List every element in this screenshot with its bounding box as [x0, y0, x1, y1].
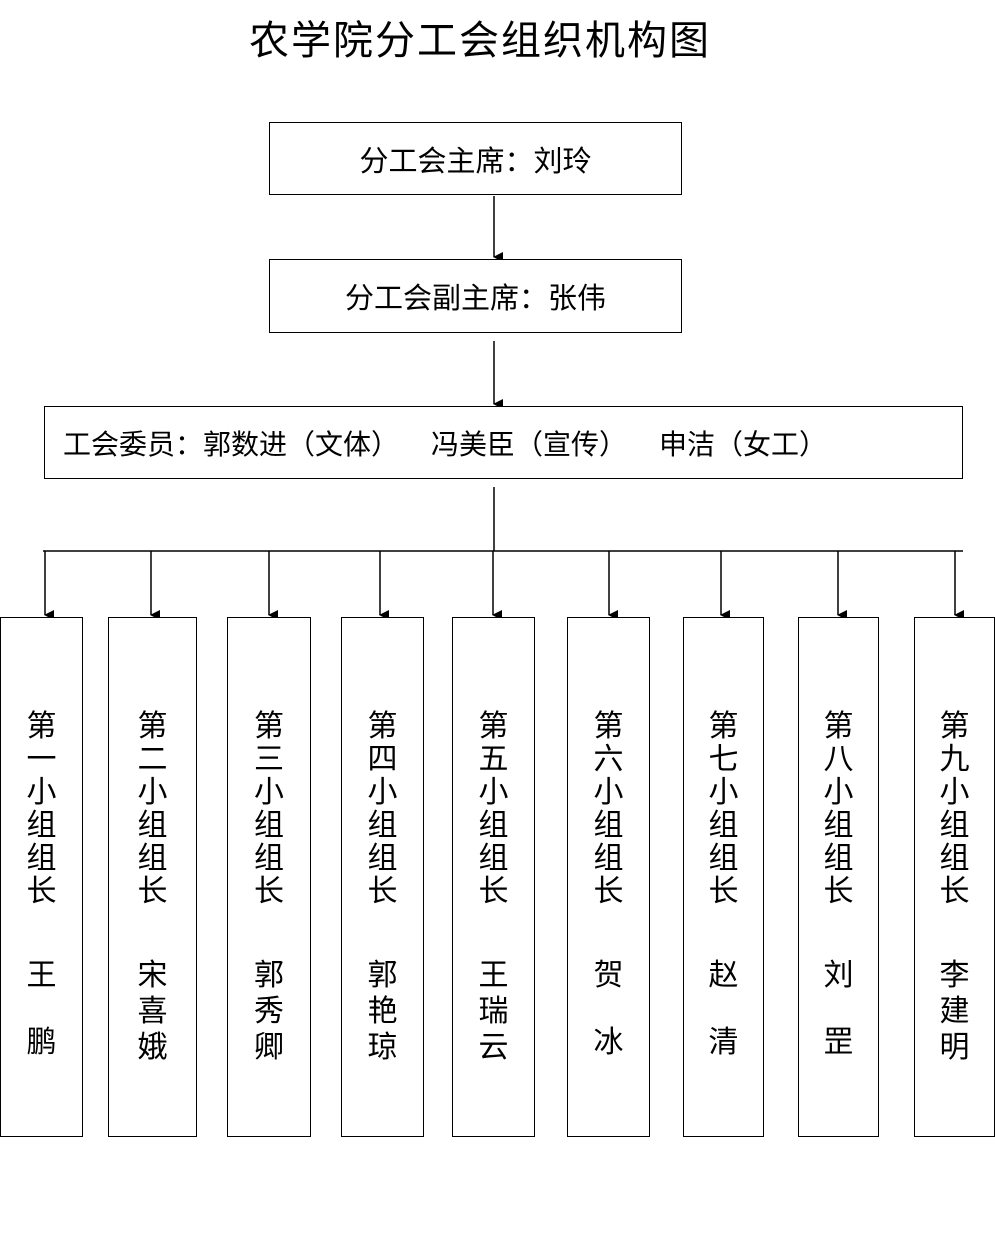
- group-leader-box: 第九小组组长李建明: [914, 617, 995, 1137]
- group-leader-box: 第三小组组长郭秀卿: [227, 617, 311, 1137]
- vice-chair-text: 分工会副主席：张伟: [344, 281, 606, 315]
- group-leader-box: 第七小组组长赵 清: [683, 617, 764, 1137]
- group-leader-name: 贺 冰: [593, 958, 624, 1060]
- group-leader-box: 第五小组组长王瑞云: [452, 617, 535, 1137]
- group-leader-name: 宋喜娥: [137, 958, 168, 1065]
- group-leader-name: 李建明: [939, 958, 970, 1065]
- group-leader-box: 第二小组组长宋喜娥: [108, 617, 197, 1137]
- group-title: 第八小组组长: [823, 709, 854, 909]
- group-title: 第七小组组长: [708, 709, 739, 909]
- vice-chair-box: 分工会副主席：张伟: [269, 259, 682, 333]
- committee-members-box: 工会委员： 郭数进（文体） 冯美臣（宣传） 申洁（女工）: [44, 406, 963, 479]
- committee-member: 郭数进（文体）: [203, 427, 400, 461]
- chart-title: 农学院分工会组织机构图: [249, 18, 711, 64]
- group-leader-name: 郭秀卿: [254, 958, 284, 1065]
- group-leader-name: 刘 罡: [823, 958, 854, 1060]
- committee-members-label: 工会委员：: [63, 427, 204, 461]
- group-leader-box: 第六小组组长贺 冰: [567, 617, 650, 1137]
- group-leader-box: 第四小组组长郭艳琼: [341, 617, 424, 1137]
- group-title: 第一小组组长: [26, 709, 57, 909]
- group-leader-box: 第八小组组长刘 罡: [798, 617, 879, 1137]
- group-leader-box: 第一小组组长王 鹏: [0, 617, 83, 1137]
- group-title: 第六小组组长: [593, 709, 624, 909]
- group-leader-name: 王 鹏: [26, 958, 57, 1060]
- committee-member: 冯美臣（宣传）: [431, 427, 628, 461]
- group-leader-name: 郭艳琼: [367, 958, 398, 1065]
- committee-member: 申洁（女工）: [659, 427, 828, 461]
- group-title: 第九小组组长: [939, 709, 970, 909]
- group-leader-name: 王瑞云: [478, 958, 509, 1065]
- group-title: 第二小组组长: [137, 709, 168, 909]
- group-title: 第五小组组长: [478, 709, 509, 909]
- group-title: 第四小组组长: [367, 709, 398, 909]
- chair-box: 分工会主席：刘玲: [269, 122, 682, 195]
- chair-text: 分工会主席：刘玲: [359, 143, 592, 178]
- group-title: 第三小组组长: [254, 709, 284, 909]
- group-leader-name: 赵 清: [708, 958, 739, 1060]
